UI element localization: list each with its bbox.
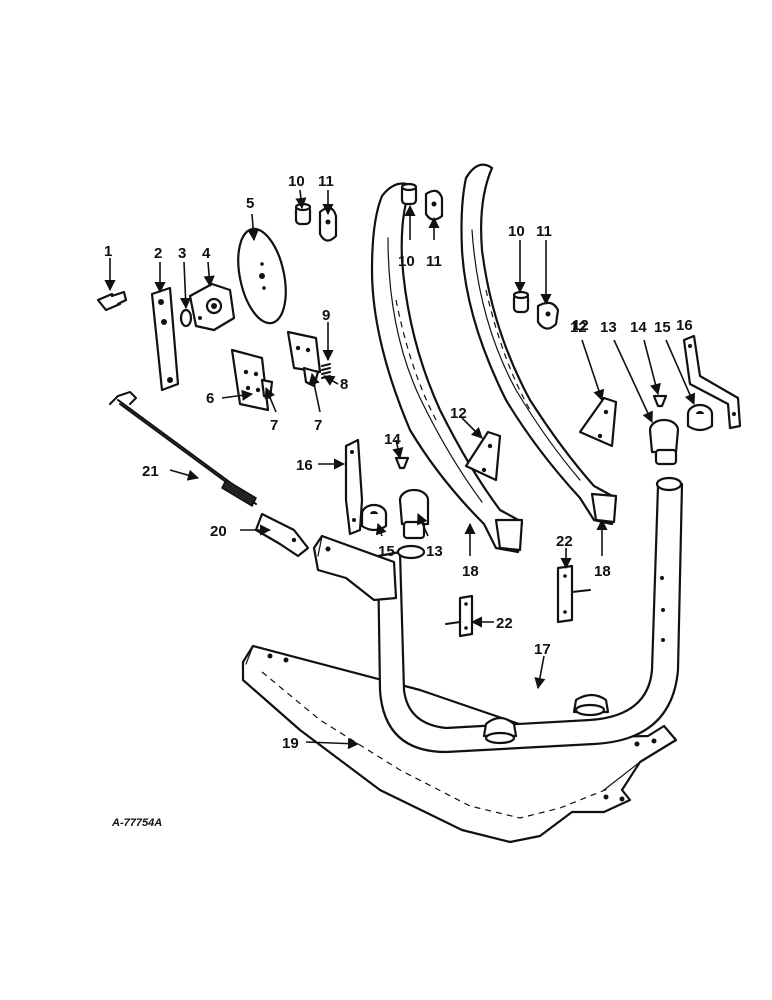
part-21-rod: [109, 391, 257, 508]
callout-10: 10: [288, 173, 305, 190]
callout-6: 6: [206, 390, 214, 407]
drawing-reference: A-77754A: [111, 817, 162, 829]
part-15-spacer-right: [686, 403, 714, 432]
part-10-bushing-right: [512, 290, 530, 314]
callout-11c: 11: [536, 223, 552, 240]
part-11-cap-right: [536, 301, 560, 330]
callout-21: 21: [142, 463, 159, 480]
callout-16b: 16: [676, 317, 693, 334]
callout-9: 9: [322, 307, 330, 324]
callout-19: 19: [282, 735, 299, 752]
callout-12c: 12: [572, 317, 589, 334]
part-7-scraper-plate: [286, 330, 322, 388]
part-6-7-scraper-plate: [230, 348, 274, 412]
part-5-disc: [237, 227, 287, 325]
part-18-arm-right: [460, 163, 618, 526]
callout-8: 8: [340, 376, 348, 393]
callout-20: 20: [210, 523, 227, 540]
part-20-clevis: [254, 512, 310, 558]
part-10-bushing: [294, 202, 312, 226]
callout-16: 16: [296, 457, 313, 474]
part-10-bushing-center: [400, 182, 418, 206]
callout-7: 7: [270, 417, 278, 434]
callout-18b: 18: [594, 563, 611, 580]
callout-22b: 22: [556, 533, 573, 550]
part-22-clip-center: [445, 594, 474, 638]
callout-22: 22: [496, 615, 513, 632]
callout-5: 5: [246, 195, 254, 212]
callout-10b: 10: [398, 253, 415, 270]
callout-1: 1: [104, 243, 112, 260]
callout-14: 14: [384, 431, 401, 448]
callout-13b: 13: [600, 319, 617, 336]
part-4-bearing-housing: [188, 282, 236, 332]
callout-4: 4: [202, 245, 211, 262]
part-13-tee-collar-center: [398, 488, 430, 540]
part-14-screw-center: [394, 456, 410, 470]
leader-arrows: [104, 189, 696, 750]
callout-11: 11: [318, 173, 334, 190]
callout-10c: 10: [508, 223, 525, 240]
part-2-link-plate: [150, 286, 180, 392]
callout-18: 18: [462, 563, 479, 580]
part-16-bracket-center: [344, 438, 364, 536]
part-1-bolt: [96, 290, 128, 312]
callout-12b: 12: [450, 405, 467, 422]
part-18-arm-left: [370, 182, 524, 554]
callout-7b: 7: [314, 417, 322, 434]
part-13-tee-collar-right: [648, 418, 680, 466]
callout-12: 12: [570, 319, 587, 336]
part-9-spring: [321, 363, 331, 379]
part-16-bracket-right: [682, 334, 742, 430]
callout-2: 2: [154, 245, 162, 262]
callout-17: 17: [534, 641, 551, 658]
part-14-screw-right: [652, 394, 668, 408]
part-12-gusset-right: [578, 396, 618, 448]
callout-15: 15: [378, 543, 395, 560]
part-11-cap-center: [424, 189, 444, 221]
callout-14b: 14: [630, 319, 647, 336]
tube-bracket-left: [312, 534, 398, 602]
callout-11b: 11: [426, 253, 442, 270]
part-22-clip-right: [556, 564, 591, 624]
part-15-spacer-center: [360, 503, 388, 532]
callout-labels: 1 2 3 4 5 6 7 7 8 9 10 11 10 11 10 11 12…: [104, 173, 693, 829]
part-12-gusset-center: [464, 430, 502, 482]
callout-13: 13: [426, 543, 443, 560]
callout-15b: 15: [654, 319, 671, 336]
part-17-u-tube: [376, 476, 684, 754]
callout-3: 3: [178, 245, 186, 262]
part-3-bushing: [179, 308, 193, 328]
